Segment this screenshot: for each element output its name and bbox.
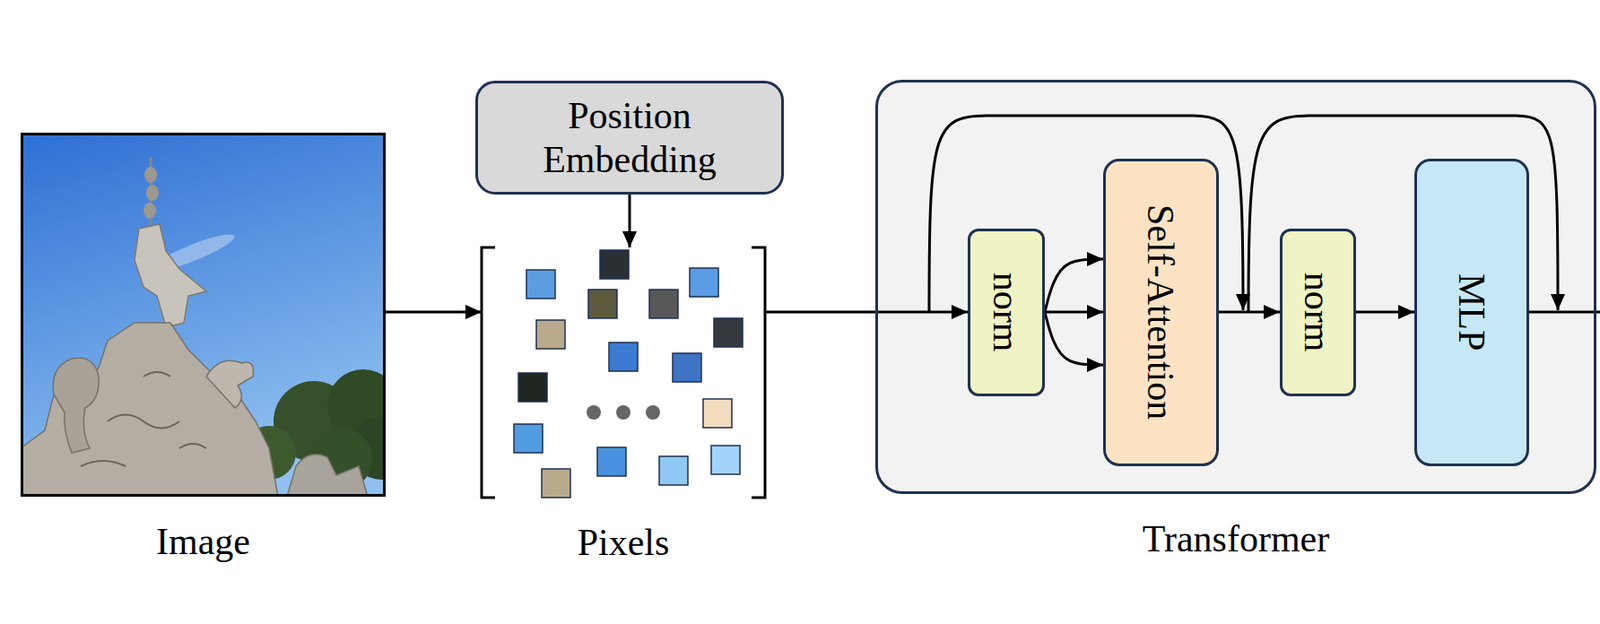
arrow-connector — [1356, 311, 1415, 314]
statue-head — [206, 360, 254, 409]
pixel-square — [536, 320, 566, 349]
pixel-bracket — [481, 247, 766, 498]
spire-figure — [144, 166, 157, 183]
arrow-connector — [1044, 312, 1104, 366]
caption-label: Transformer — [1142, 517, 1330, 561]
image-frame: Image — [20, 132, 386, 497]
output-line — [1529, 311, 1600, 314]
pixel-square — [526, 269, 556, 299]
pixel-square — [649, 289, 679, 319]
pixel-squares — [513, 250, 743, 498]
pixel-square — [703, 399, 732, 428]
node-label: MLP — [1450, 273, 1494, 351]
pixel-square — [713, 318, 743, 348]
dot — [616, 405, 631, 420]
caption-label: Image — [156, 520, 251, 564]
bracket — [481, 247, 496, 498]
statue-head — [52, 357, 99, 453]
pixel-square — [513, 424, 543, 453]
pixel-square — [518, 373, 548, 402]
embedding-box: Position Embedding — [475, 80, 784, 195]
statue-body — [20, 322, 279, 497]
photo — [20, 132, 386, 497]
transformer-block: TransformernormSelf-AttentionnormMLP — [875, 79, 1597, 495]
panel-fill — [877, 81, 1595, 493]
node-label: norm — [1295, 272, 1340, 353]
pixel-square — [600, 250, 629, 279]
pixel-square — [711, 445, 740, 475]
dot — [586, 405, 601, 420]
pixel-square — [541, 469, 571, 498]
bracket — [751, 247, 766, 498]
statue-top — [134, 224, 207, 328]
pixel-square — [597, 447, 627, 477]
arrow-connector — [1044, 259, 1104, 313]
ellipsis-dots — [586, 405, 661, 420]
norm-layer: norm — [967, 228, 1045, 397]
attention-block: Self-Attention — [1103, 158, 1219, 467]
pixel-square — [672, 353, 702, 383]
arrow-connector — [765, 311, 968, 314]
norm-layer: norm — [1279, 228, 1357, 397]
sky — [20, 132, 386, 497]
mlp-block: MLP — [1414, 158, 1530, 467]
arrow-connector — [385, 311, 482, 314]
spire-figure — [146, 184, 159, 201]
spire-figure — [143, 202, 157, 219]
statue-small — [286, 454, 368, 497]
statue-carving — [80, 372, 207, 467]
pixel-square — [588, 289, 618, 319]
arrow-connector — [1044, 311, 1104, 314]
dot — [645, 405, 661, 420]
pixel-square — [659, 456, 688, 486]
pixel-tokens: Pixels — [481, 247, 766, 498]
node-label: Position Embedding — [488, 94, 771, 182]
node-label: norm — [984, 272, 1028, 353]
pixel-square — [689, 268, 719, 297]
caption-label: Pixels — [577, 521, 670, 565]
arrow-connector — [628, 194, 632, 248]
arrow-connector — [1218, 311, 1280, 314]
pixel-square — [608, 342, 638, 372]
node-label: Self-Attention — [1139, 204, 1183, 420]
